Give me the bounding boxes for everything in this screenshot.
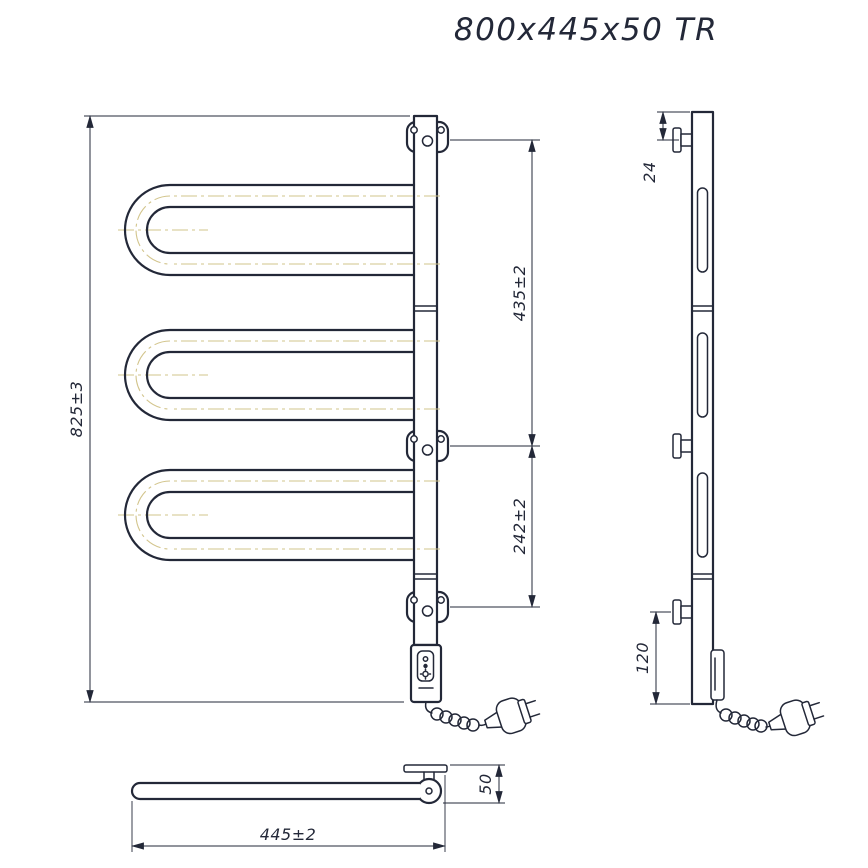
bottom-post-hub [425, 787, 433, 795]
side-swivel-joints [691, 305, 714, 580]
side-slot-2 [696, 332, 709, 418]
side-plug-pins [808, 701, 825, 720]
mode-indicator-icon [423, 663, 428, 669]
side-power-cord [715, 699, 771, 733]
side-bracket-middle [672, 433, 694, 459]
bracket-screws-middle [410, 435, 445, 456]
dim-lower-span: 242±2 [450, 444, 540, 609]
dim-top-offset: 24 [640, 110, 690, 183]
dim-overall-height: 825±3 [67, 114, 410, 704]
bottom-post-circle [415, 777, 443, 805]
dim-lower-span-label: 242±2 [510, 498, 529, 555]
side-slot-3 [696, 472, 709, 558]
dim-overall-height-label: 825±3 [67, 381, 86, 438]
side-profile [690, 110, 715, 706]
bottom-wall-plate [403, 764, 448, 780]
controller [409, 643, 443, 704]
dim-bottom-offset: 120 [633, 610, 690, 706]
bracket-screws-top [410, 126, 445, 147]
vertical-post [412, 114, 439, 647]
side-controller [710, 649, 725, 701]
bracket-screws-bottom [410, 596, 445, 617]
bottom-bar [130, 781, 420, 801]
towel-bar-1 [118, 183, 440, 277]
post-swivel-joints [413, 305, 438, 580]
dim-depth-label: 50 [476, 773, 495, 794]
dim-overall-width-label: 445±2 [260, 825, 317, 844]
side-bracket-bottom [672, 599, 694, 625]
power-cord [424, 701, 487, 732]
side-power-plug [768, 699, 825, 737]
side-slot-1 [696, 187, 709, 273]
dim-bottom-offset-label: 120 [633, 642, 652, 674]
dim-overall-width: 445±2 [130, 775, 447, 852]
bottom-view: 445±2 50 [130, 763, 505, 852]
front-view: 825±3 435±2 242±2 [67, 114, 541, 735]
timer-gear-icon [419, 668, 432, 680]
power-button-icon [422, 656, 429, 662]
dim-top-offset-label: 24 [640, 161, 659, 182]
drawing-title: 800x445x50 TR [454, 12, 718, 48]
dim-depth: 50 [443, 763, 505, 805]
power-plug [484, 697, 541, 735]
dim-upper-span: 435±2 [450, 138, 540, 448]
plug-pins [524, 699, 541, 718]
side-view: 24 120 [633, 110, 825, 737]
towel-bar-2 [118, 328, 440, 422]
dim-upper-span-label: 435±2 [510, 265, 529, 322]
towel-bar-3 [118, 468, 440, 562]
